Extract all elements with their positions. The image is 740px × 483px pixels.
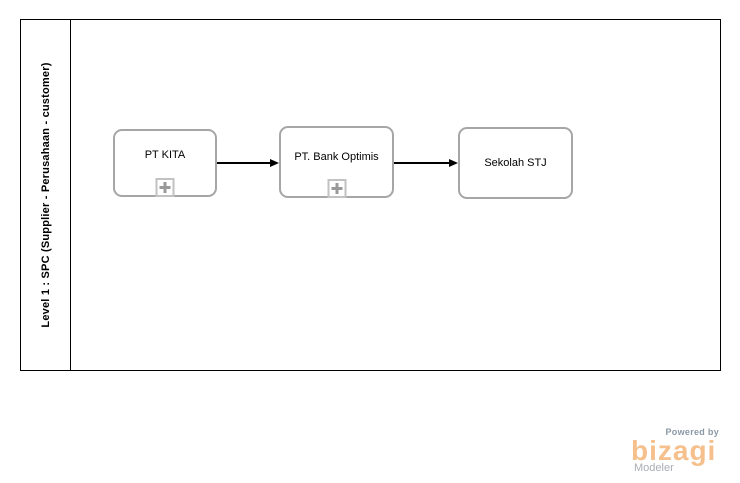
expand-subprocess-button[interactable] [327, 179, 346, 198]
powered-by-text: Powered by [665, 427, 719, 437]
node-label: Sekolah STJ [484, 157, 547, 169]
sequence-flow-2 [394, 158, 458, 167]
plus-icon [331, 183, 342, 194]
plus-icon [159, 182, 171, 193]
arrowhead-icon [449, 158, 458, 167]
expand-subprocess-button[interactable] [155, 178, 175, 197]
node-pt-bank-optimis[interactable]: PT. Bank Optimis [279, 126, 394, 198]
bizagi-logo: bizagi [631, 435, 717, 466]
node-label: PT. Bank Optimis [294, 151, 379, 163]
arrowhead-icon [270, 158, 279, 167]
pool-label: Level 1 : SPC (Supplier - Perusahaan - c… [39, 62, 52, 328]
pool-label-band: Level 1 : SPC (Supplier - Perusahaan - c… [21, 20, 71, 370]
node-sekolah-stj[interactable]: Sekolah STJ [458, 127, 573, 199]
node-label: PT KITA [144, 149, 186, 161]
sequence-flow-1 [217, 158, 279, 167]
node-pt-kita[interactable]: PT KITA [113, 129, 217, 197]
bizagi-watermark: Powered by bizagi Modeler [631, 427, 719, 474]
modeler-text: Modeler [634, 462, 674, 474]
